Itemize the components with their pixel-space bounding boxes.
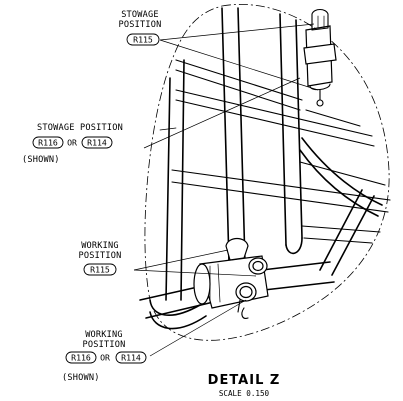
ref-callout-r116-left — [32, 136, 64, 149]
working-bottom-line2: POSITION — [83, 340, 126, 350]
shown-note-bottom: (SHOWN) — [62, 373, 100, 383]
ref-callout-r115-mid — [83, 263, 117, 276]
label-stowage-top: STOWAGE POSITION R115 — [119, 10, 162, 46]
ref-r116-bottom: R116 — [71, 353, 91, 363]
detail-boundary — [144, 4, 390, 341]
detail-scale: SCALE 0.150 — [219, 389, 270, 398]
ref-callout-r116-bottom — [65, 351, 97, 364]
stowage-left-line1: STOWAGE POSITION — [37, 123, 123, 133]
ref-callout-r115-top — [126, 33, 160, 46]
stowage-top-line2: POSITION — [119, 20, 162, 30]
label-working-mid: WORKING POSITION R115 — [79, 241, 122, 276]
label-stowage-left: STOWAGE POSITION R116 OR R114 (SHOWN) — [22, 123, 123, 165]
working-bottom-line1: WORKING — [85, 330, 123, 340]
ref-r116-left: R116 — [38, 138, 58, 148]
shown-note-left: (SHOWN) — [22, 155, 60, 165]
stowage-top-line1: STOWAGE — [121, 10, 159, 20]
detail-title: DETAIL Z — [208, 373, 281, 388]
frame-structure — [149, 7, 391, 330]
ref-r114-bottom: R114 — [121, 353, 141, 363]
ref-callout-r114-left — [81, 136, 113, 149]
or-bottom: OR — [100, 353, 110, 363]
working-mid-line1: WORKING — [81, 241, 119, 251]
stowage-fitting — [303, 8, 337, 107]
leader-lines — [133, 23, 319, 357]
ref-r115-mid: R115 — [90, 265, 110, 275]
lower-tube-assembly — [139, 237, 335, 319]
ref-callout-r114-bottom — [115, 351, 147, 364]
ref-r115-top: R115 — [133, 35, 153, 45]
or-left: OR — [67, 138, 77, 148]
working-mid-line2: POSITION — [79, 251, 122, 261]
ref-r114-left: R114 — [87, 138, 107, 148]
label-working-bottom: WORKING POSITION R116 OR R114 (SHOWN) — [62, 330, 147, 383]
detail-title-block: DETAIL Z SCALE 0.150 — [208, 373, 281, 398]
